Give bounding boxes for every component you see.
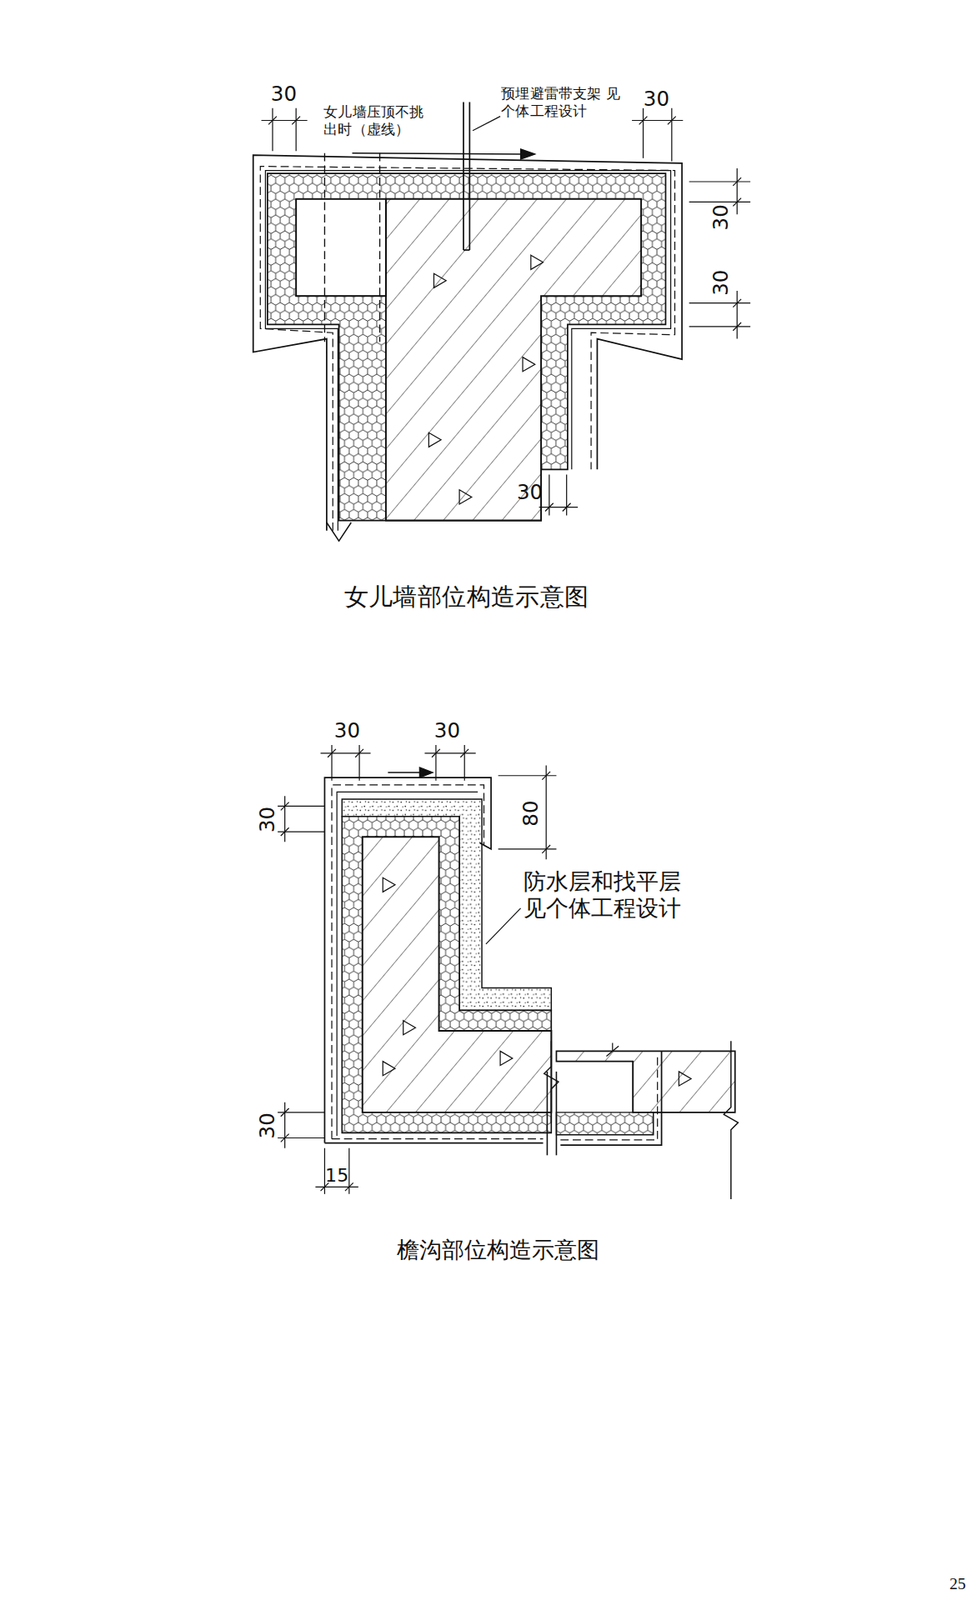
base-coat <box>265 170 671 532</box>
dimension-number: 30 <box>708 203 733 232</box>
parapet-detail <box>253 101 751 542</box>
dimension-number: 30 <box>333 718 362 743</box>
drain-pipe <box>546 1072 549 1156</box>
drain-pipe <box>556 1072 558 1156</box>
coping-strip <box>295 199 386 296</box>
arrow-head <box>419 767 433 778</box>
concrete-wall <box>385 199 642 522</box>
note-text: 预埋避雷带支架 见个体工程设计 <box>500 85 636 120</box>
render-layer <box>253 155 682 532</box>
dimension-number: 80 <box>518 799 543 828</box>
gutter-detail <box>277 745 738 1200</box>
slope-arrow <box>387 771 421 773</box>
aggregate-marks <box>428 255 543 505</box>
slope-arrow <box>352 153 524 155</box>
dimension-number: 30 <box>708 268 733 297</box>
break-line <box>723 1041 738 1200</box>
dimension-lines <box>261 108 752 517</box>
dimension-number: 30 <box>270 81 299 106</box>
roof-slab <box>556 1051 735 1113</box>
leader-line <box>472 116 501 131</box>
arrow-head <box>521 149 536 160</box>
note-text: 防水层和找平层 见个体工程设计 <box>522 869 699 924</box>
figure-caption: 女儿墙部位构造示意图 <box>342 582 590 612</box>
dimension-number: 30 <box>255 806 280 835</box>
leader-line <box>485 908 522 945</box>
alt-dashed-line <box>379 153 381 343</box>
dimension-number: 30 <box>516 480 545 505</box>
mesh-layer <box>331 785 658 1141</box>
alt-dashed-line <box>324 153 326 343</box>
lightning-rod <box>462 101 465 251</box>
dimension-number: 30 <box>642 86 672 111</box>
figure-caption: 檐沟部位构造示意图 <box>395 1237 601 1264</box>
page-number: 25 <box>948 1574 967 1594</box>
dimension-number: 15 <box>324 1165 351 1188</box>
insulation-layer <box>341 816 552 1134</box>
lightning-rod-cap <box>463 249 470 251</box>
break-line <box>606 1043 619 1058</box>
dimension-number: 30 <box>433 718 462 743</box>
dimension-number: 30 <box>255 1112 280 1141</box>
drip-edge <box>326 522 351 542</box>
lightning-rod <box>468 101 471 251</box>
dimension-lines <box>277 745 557 1195</box>
note-text: 女儿墙压顶不挑 出时（虚线） <box>322 103 429 138</box>
base-coat <box>336 791 478 1137</box>
render-layer <box>324 777 662 1146</box>
mesh-layer <box>260 166 675 532</box>
